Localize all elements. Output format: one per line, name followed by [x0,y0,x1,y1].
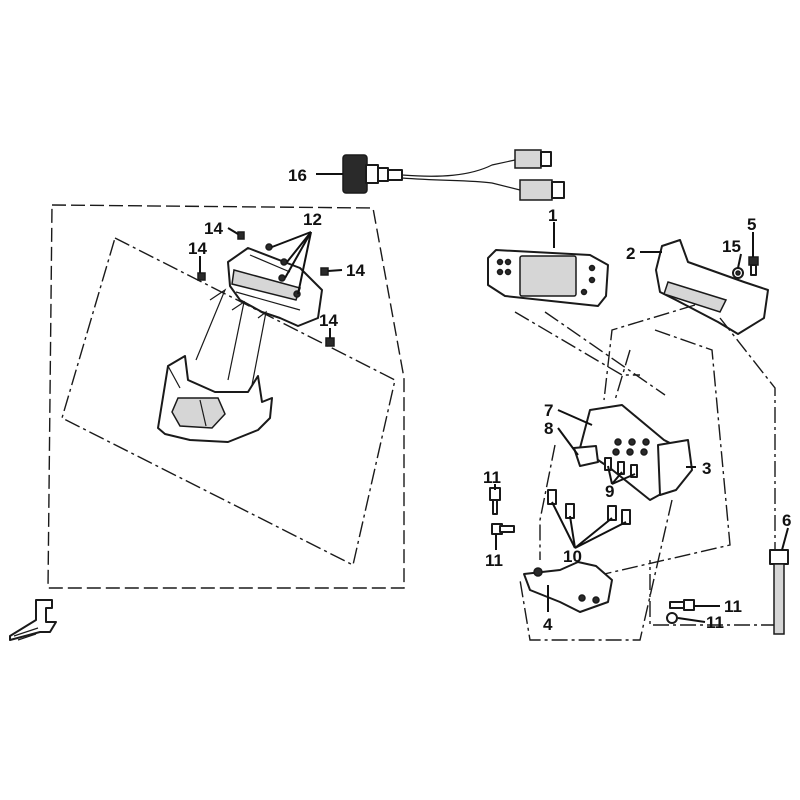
callout-15: 15 [722,237,741,256]
collars-9-10 [547,457,638,525]
leader-lines [199,173,789,623]
clip-part [573,445,599,467]
front-cowl-part [157,355,273,443]
callout-3: 3 [702,459,711,478]
bolt-5-washer-15 [732,256,759,279]
left-assembly-boundary [47,204,405,589]
lower-bracket-part [523,561,613,613]
callout-2: 2 [626,244,635,263]
wire-harness-part [342,149,565,201]
front-arrow-icon [9,599,57,641]
callout-8: 8 [544,419,553,438]
cable-tie-part [769,549,789,635]
callout-14-right: 14 [346,261,365,280]
screws-14 [197,231,335,347]
bolts-11 [489,487,695,624]
callout-7: 7 [544,401,553,420]
meter-part [487,249,609,307]
callout-12: 12 [303,210,322,229]
callout-9: 9 [605,482,614,501]
callout-labels: 16 1 2 3 4 5 6 7 8 9 10 11 11 11 11 12 1… [188,166,791,634]
callout-11-right-upper: 11 [724,597,742,616]
callout-11-top: 11 [483,468,501,487]
callout-6: 6 [782,511,791,530]
callout-10: 10 [563,547,582,566]
callout-11-mid: 11 [485,551,503,570]
callout-5: 5 [747,215,756,234]
upper-cowl-part [227,247,323,327]
callout-14-left: 14 [188,239,207,258]
callout-1: 1 [548,206,557,225]
left-cowl-dashed-outline [61,236,396,567]
meter-holder-part [655,239,769,335]
callout-14-lower: 14 [319,311,338,330]
callout-14-top: 14 [204,219,223,238]
callout-11-right-lower: 11 [706,613,724,632]
callout-4: 4 [543,615,553,634]
left-support-arms [195,288,267,386]
callout-16: 16 [288,166,307,185]
